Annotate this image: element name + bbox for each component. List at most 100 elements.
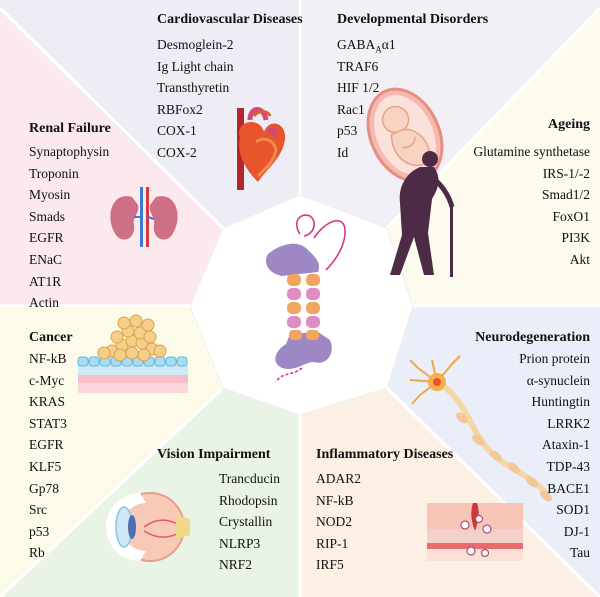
ageing-protein-item: Glutamine synthetase [473, 144, 590, 159]
heart-icon [237, 107, 286, 190]
neurodegeneration-protein-item: Prion protein [519, 351, 590, 366]
neurodegeneration-protein-item: Tau [569, 545, 590, 561]
cancer-protein-item: Rb [29, 545, 45, 561]
epithelial-cell [176, 356, 188, 367]
cancer-protein-item: Src [29, 502, 47, 518]
fetus-icon [366, 87, 444, 183]
center-octagon [189, 194, 414, 416]
myelin-segment [490, 450, 502, 462]
ageing-protein-item: IRS-1/-2 [542, 165, 590, 181]
developmental-protein-item: Id [337, 144, 349, 160]
inflammatory-protein-item: ADAR2 [316, 471, 362, 486]
epithelial-cell [154, 356, 166, 367]
renal-protein-item: Smads [29, 208, 66, 224]
inflammatory-sector [300, 388, 600, 597]
tumor-cell [117, 316, 131, 330]
inflammatory-protein-item: RIP-1 [316, 535, 349, 551]
developmental-sector [300, 0, 600, 228]
myelin-segment [456, 412, 468, 424]
tumor-cell [137, 348, 151, 362]
epithelial-cell [77, 356, 89, 367]
neurodegeneration-title: Neurodegeneration [475, 330, 590, 345]
inflamed-skin-icon [427, 503, 523, 561]
neurodegeneration-protein-item: α-synuclein [526, 372, 590, 388]
tumor-cell [110, 330, 124, 344]
developmental-protein-item: GABAAα1 [337, 37, 396, 55]
vision-protein-item: NRF2 [219, 557, 253, 573]
cancer-protein-item: EGFR [29, 437, 64, 453]
vision-protein-item: Trancducin [219, 471, 280, 486]
myelin-segment [540, 490, 552, 502]
tumor-cell [113, 348, 127, 362]
cardiovascular-protein-item: Transthyretin [157, 80, 230, 96]
cancer-protein-item: Gp78 [29, 480, 59, 496]
ageing-sector [387, 8, 600, 306]
renal-protein-item: Actin [29, 295, 59, 311]
renal-protein-item: Synaptophysin [29, 144, 110, 159]
myelin-segment [526, 476, 538, 488]
cardiovascular-protein-item: Ig Light chain [157, 58, 234, 74]
kidney-icon [110, 187, 178, 247]
neurodegeneration-protein-item: Huntingtin [531, 394, 590, 410]
vision-protein-item: NLRP3 [219, 535, 261, 551]
cancer-protein-item: p53 [29, 523, 50, 539]
ageing-protein-item: Akt [569, 251, 590, 267]
elderly-person-icon [390, 151, 455, 277]
vision-protein-item: Crystallin [219, 514, 273, 530]
tumor-cell [125, 346, 139, 360]
cardiovascular-protein-item: COX-1 [157, 123, 197, 139]
cardiovascular-title: Cardiovascular Diseases [157, 12, 303, 27]
cardiovascular-protein-item: RBFox2 [157, 101, 203, 117]
myelin-segment [472, 434, 484, 446]
vision-title: Vision Impairment [157, 447, 271, 462]
cancer-protein-item: KRAS [29, 394, 66, 410]
tumor-tissue-icon [77, 314, 188, 393]
cancer-protein-item: STAT3 [29, 415, 67, 431]
developmental-protein-item: HIF 1/2 [337, 80, 380, 96]
cancer-protein-item: NF-kB [29, 351, 67, 366]
eye-icon [106, 492, 190, 562]
neurodegeneration-protein-item: LRRK2 [547, 415, 590, 431]
tumor-cell [143, 330, 157, 344]
cardiovascular-sector [0, 0, 300, 228]
ageing-protein-item: Smad1/2 [541, 187, 590, 203]
renal-protein-item: EGFR [29, 230, 64, 246]
developmental-protein-item: Rac1 [337, 101, 365, 117]
neurodegeneration-protein-item: Ataxin-1 [542, 437, 590, 453]
tumor-cell [97, 346, 111, 360]
neuron-icon [409, 355, 553, 502]
cancer-protein-item: KLF5 [29, 458, 62, 474]
ageing-protein-item: FoxO1 [552, 208, 590, 224]
inflammatory-title: Inflammatory Diseases [316, 447, 454, 462]
protein-structure-icon [265, 214, 346, 383]
cardiovascular-protein-item: COX-2 [157, 144, 197, 160]
developmental-title: Developmental Disorders [337, 12, 489, 27]
cancer-protein-item: c-Myc [29, 372, 65, 388]
inflammatory-protein-item: NOD2 [316, 514, 352, 530]
ageing-title: Ageing [548, 117, 590, 132]
cardiovascular-protein-item: Desmoglein-2 [157, 37, 234, 52]
renal-protein-item: Troponin [29, 165, 79, 181]
epithelial-cell [165, 356, 177, 367]
epithelial-cell [88, 356, 100, 367]
tumor-cell [129, 314, 143, 328]
tumor-cell [153, 344, 167, 358]
neurodegeneration-protein-item: BACE1 [547, 480, 590, 496]
inflammatory-protein-item: NF-kB [316, 492, 354, 508]
neurodegeneration-protein-item: SOD1 [556, 502, 590, 518]
renal-title: Renal Failure [29, 121, 111, 136]
renal-protein-item: Myosin [29, 187, 71, 203]
neurodegeneration-protein-item: TDP-43 [546, 458, 591, 474]
cancer-title: Cancer [29, 330, 73, 345]
neurodegeneration-protein-item: DJ-1 [563, 523, 590, 539]
developmental-protein-item: TRAF6 [337, 58, 379, 74]
